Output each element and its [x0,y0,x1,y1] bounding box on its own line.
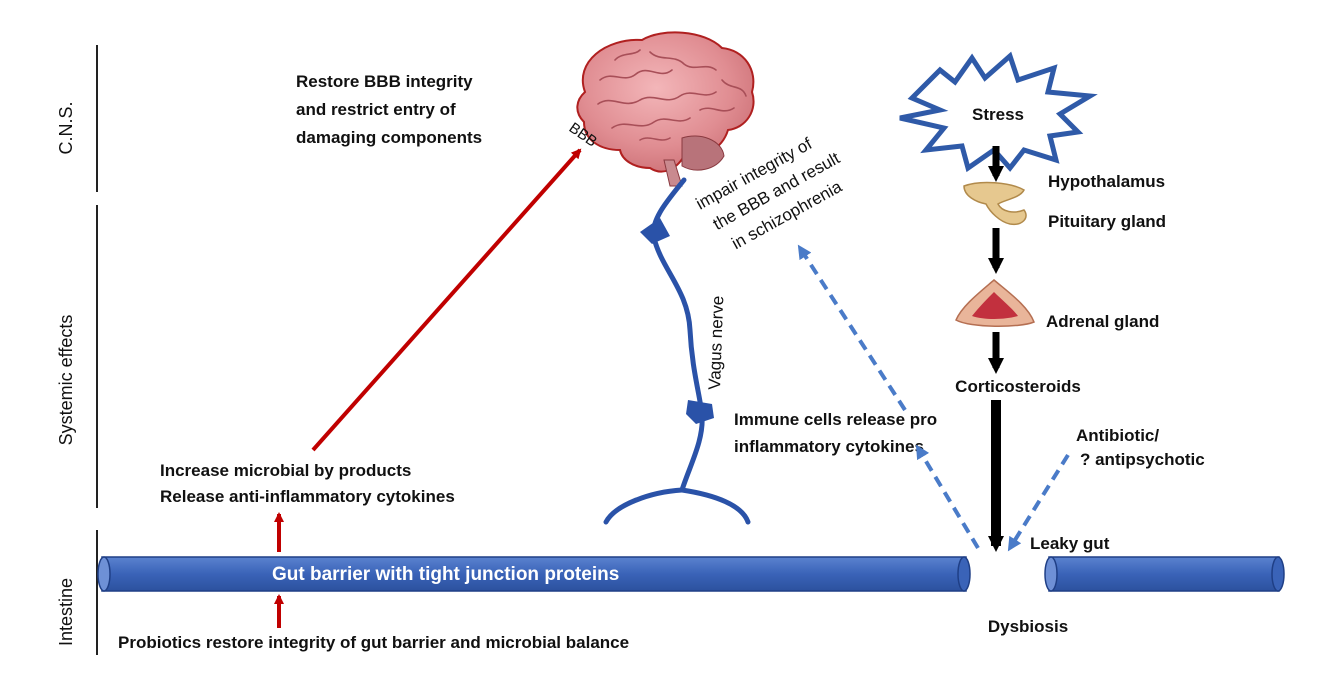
pituitary-icon [963,181,1027,226]
gut-barrier-label: Gut barrier with tight junction proteins [272,564,619,585]
restore-bbb-line2: and restrict entry of [296,100,456,119]
adrenal-label: Adrenal gland [1046,312,1159,331]
antibiotic-to-gut-arrow [1007,453,1070,552]
dysbiosis-to-immune-arrow [915,444,980,550]
immune-to-bbb-arrow [797,244,907,412]
stress-label: Stress [972,105,1024,124]
microbial-text-line1: Increase microbial by products [160,461,411,480]
antibiotic-text-line2: ? antipsychotic [1080,450,1205,469]
gut-barrier-pipe-right [1044,556,1285,592]
side-label-intestine: Intestine [56,578,76,646]
immune-text-line1: Immune cells release pro [734,410,937,429]
brain-icon [576,31,755,187]
side-label-systemic: Systemic effects [56,315,76,446]
bbb-restore-arrow [311,148,582,452]
vagus-nerve-label: Vagus nerve [705,295,727,390]
restore-bbb-line1: Restore BBB integrity [296,72,473,91]
corticosteroids-label: Corticosteroids [955,377,1081,396]
stress-burst-icon [899,51,1098,173]
vagus-nerve [603,177,751,525]
pituitary-label: Pituitary gland [1048,212,1166,231]
microbial-text-line2: Release anti-inflammatory cytokines [160,487,455,506]
immune-text-line2: inflammatory cytokines [734,437,924,456]
antibiotic-text-line1: Antibiotic/ [1076,426,1159,445]
dysbiosis-label: Dysbiosis [988,617,1068,636]
side-label-cns: C.N.S. [56,101,76,154]
restore-bbb-line3: damaging components [296,128,482,147]
leaky-gut-label: Leaky gut [1030,534,1110,553]
hypothalamus-label: Hypothalamus [1048,172,1165,191]
probiotics-text: Probiotics restore integrity of gut barr… [118,633,629,652]
adrenal-gland-icon [955,279,1035,327]
gut-barrier-pipe-left [97,556,971,592]
